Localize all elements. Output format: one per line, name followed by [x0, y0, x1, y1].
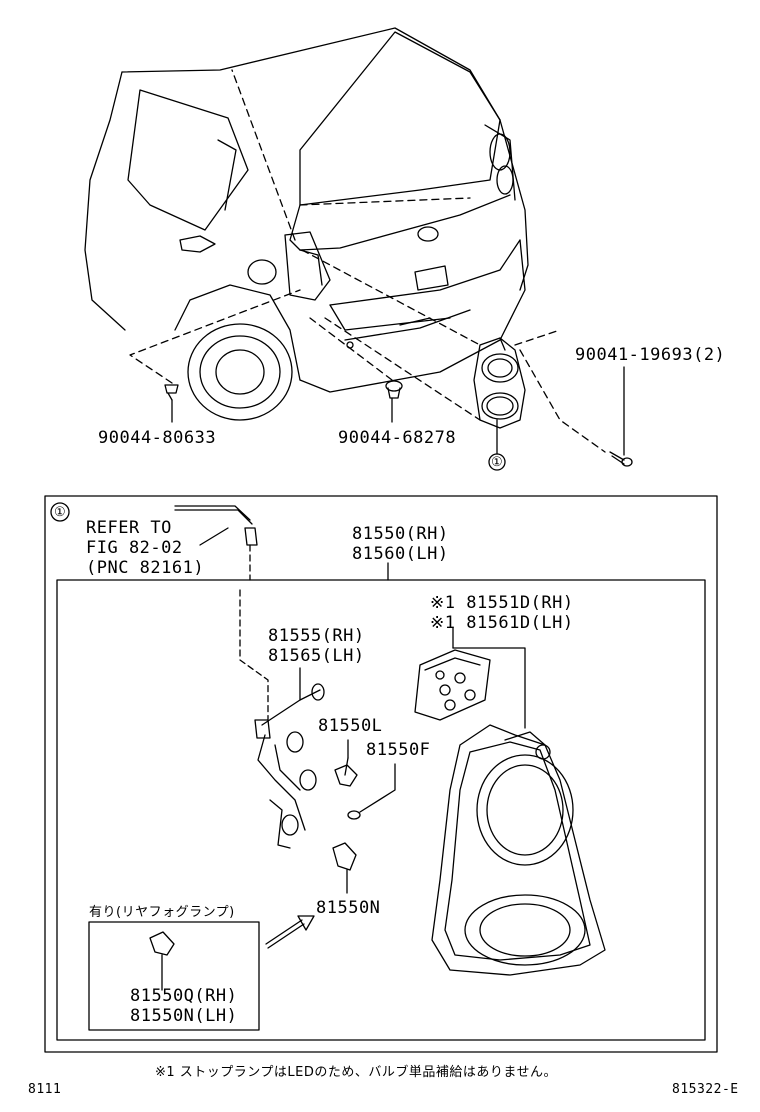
clip-left-icon [164, 384, 179, 401]
part-number-fog-rh: 81550Q(RH) [130, 986, 238, 1006]
part-number-screw: 90041-19693(2) [575, 345, 726, 365]
fog-option-caption: 有り(リヤフォグランプ) [89, 905, 235, 920]
page-code-left: 8111 [28, 1082, 62, 1097]
clip-right-icon [385, 380, 403, 399]
part-number-socket-rh: 81555(RH) [268, 626, 365, 646]
part-number-assy-rh: 81550(RH) [352, 524, 449, 544]
part-number-clip-left: 90044-80633 [98, 428, 217, 448]
connector-wire [174, 505, 258, 546]
refer-text-line2: FIG 82-02 [86, 538, 183, 558]
page-code-right: 815322-E [672, 1082, 739, 1097]
footnote: ※1 ストップランプはLEDのため、バルブ単品補給はありません。 [155, 1065, 557, 1080]
part-number-socket-lh: 81565(LH) [268, 646, 365, 666]
tail-lamp-top [473, 337, 526, 429]
part-number-bulb-f: 81550F [366, 740, 431, 760]
tail-lamp-assembly-icon [431, 724, 606, 976]
part-number-clip-right: 90044-68278 [338, 428, 457, 448]
refer-text-line1: REFER TO [86, 518, 172, 538]
refer-text-line3: (PNC 82161) [86, 558, 205, 578]
bulb-81550n-icon [332, 842, 357, 871]
ref-marker-box: ① [54, 505, 67, 520]
socket-harness [254, 683, 325, 849]
part-number-bulb-l: 81550L [318, 716, 383, 736]
fog-lamp-option-box [88, 921, 260, 1031]
part-number-assy-lh: 81560(LH) [352, 544, 449, 564]
ref-marker-top: ① [491, 455, 504, 470]
fog-bulb-icon [149, 931, 175, 956]
led-stop-lamp-icon [414, 649, 491, 721]
part-number-bulb-n: 81550N [316, 898, 381, 918]
arrow-icon [265, 915, 315, 949]
screw-icon [609, 451, 633, 467]
bulb-81550l-icon [334, 757, 358, 787]
part-number-led-rh: ※1 81551D(RH) [430, 593, 574, 613]
car-rear-illustration [84, 27, 529, 421]
assembly-outer-box [44, 495, 718, 1053]
part-number-fog-lh: 81550N(LH) [130, 1006, 238, 1026]
part-number-led-lh: ※1 81561D(LH) [430, 613, 574, 633]
bulb-81550f-icon [347, 810, 361, 820]
